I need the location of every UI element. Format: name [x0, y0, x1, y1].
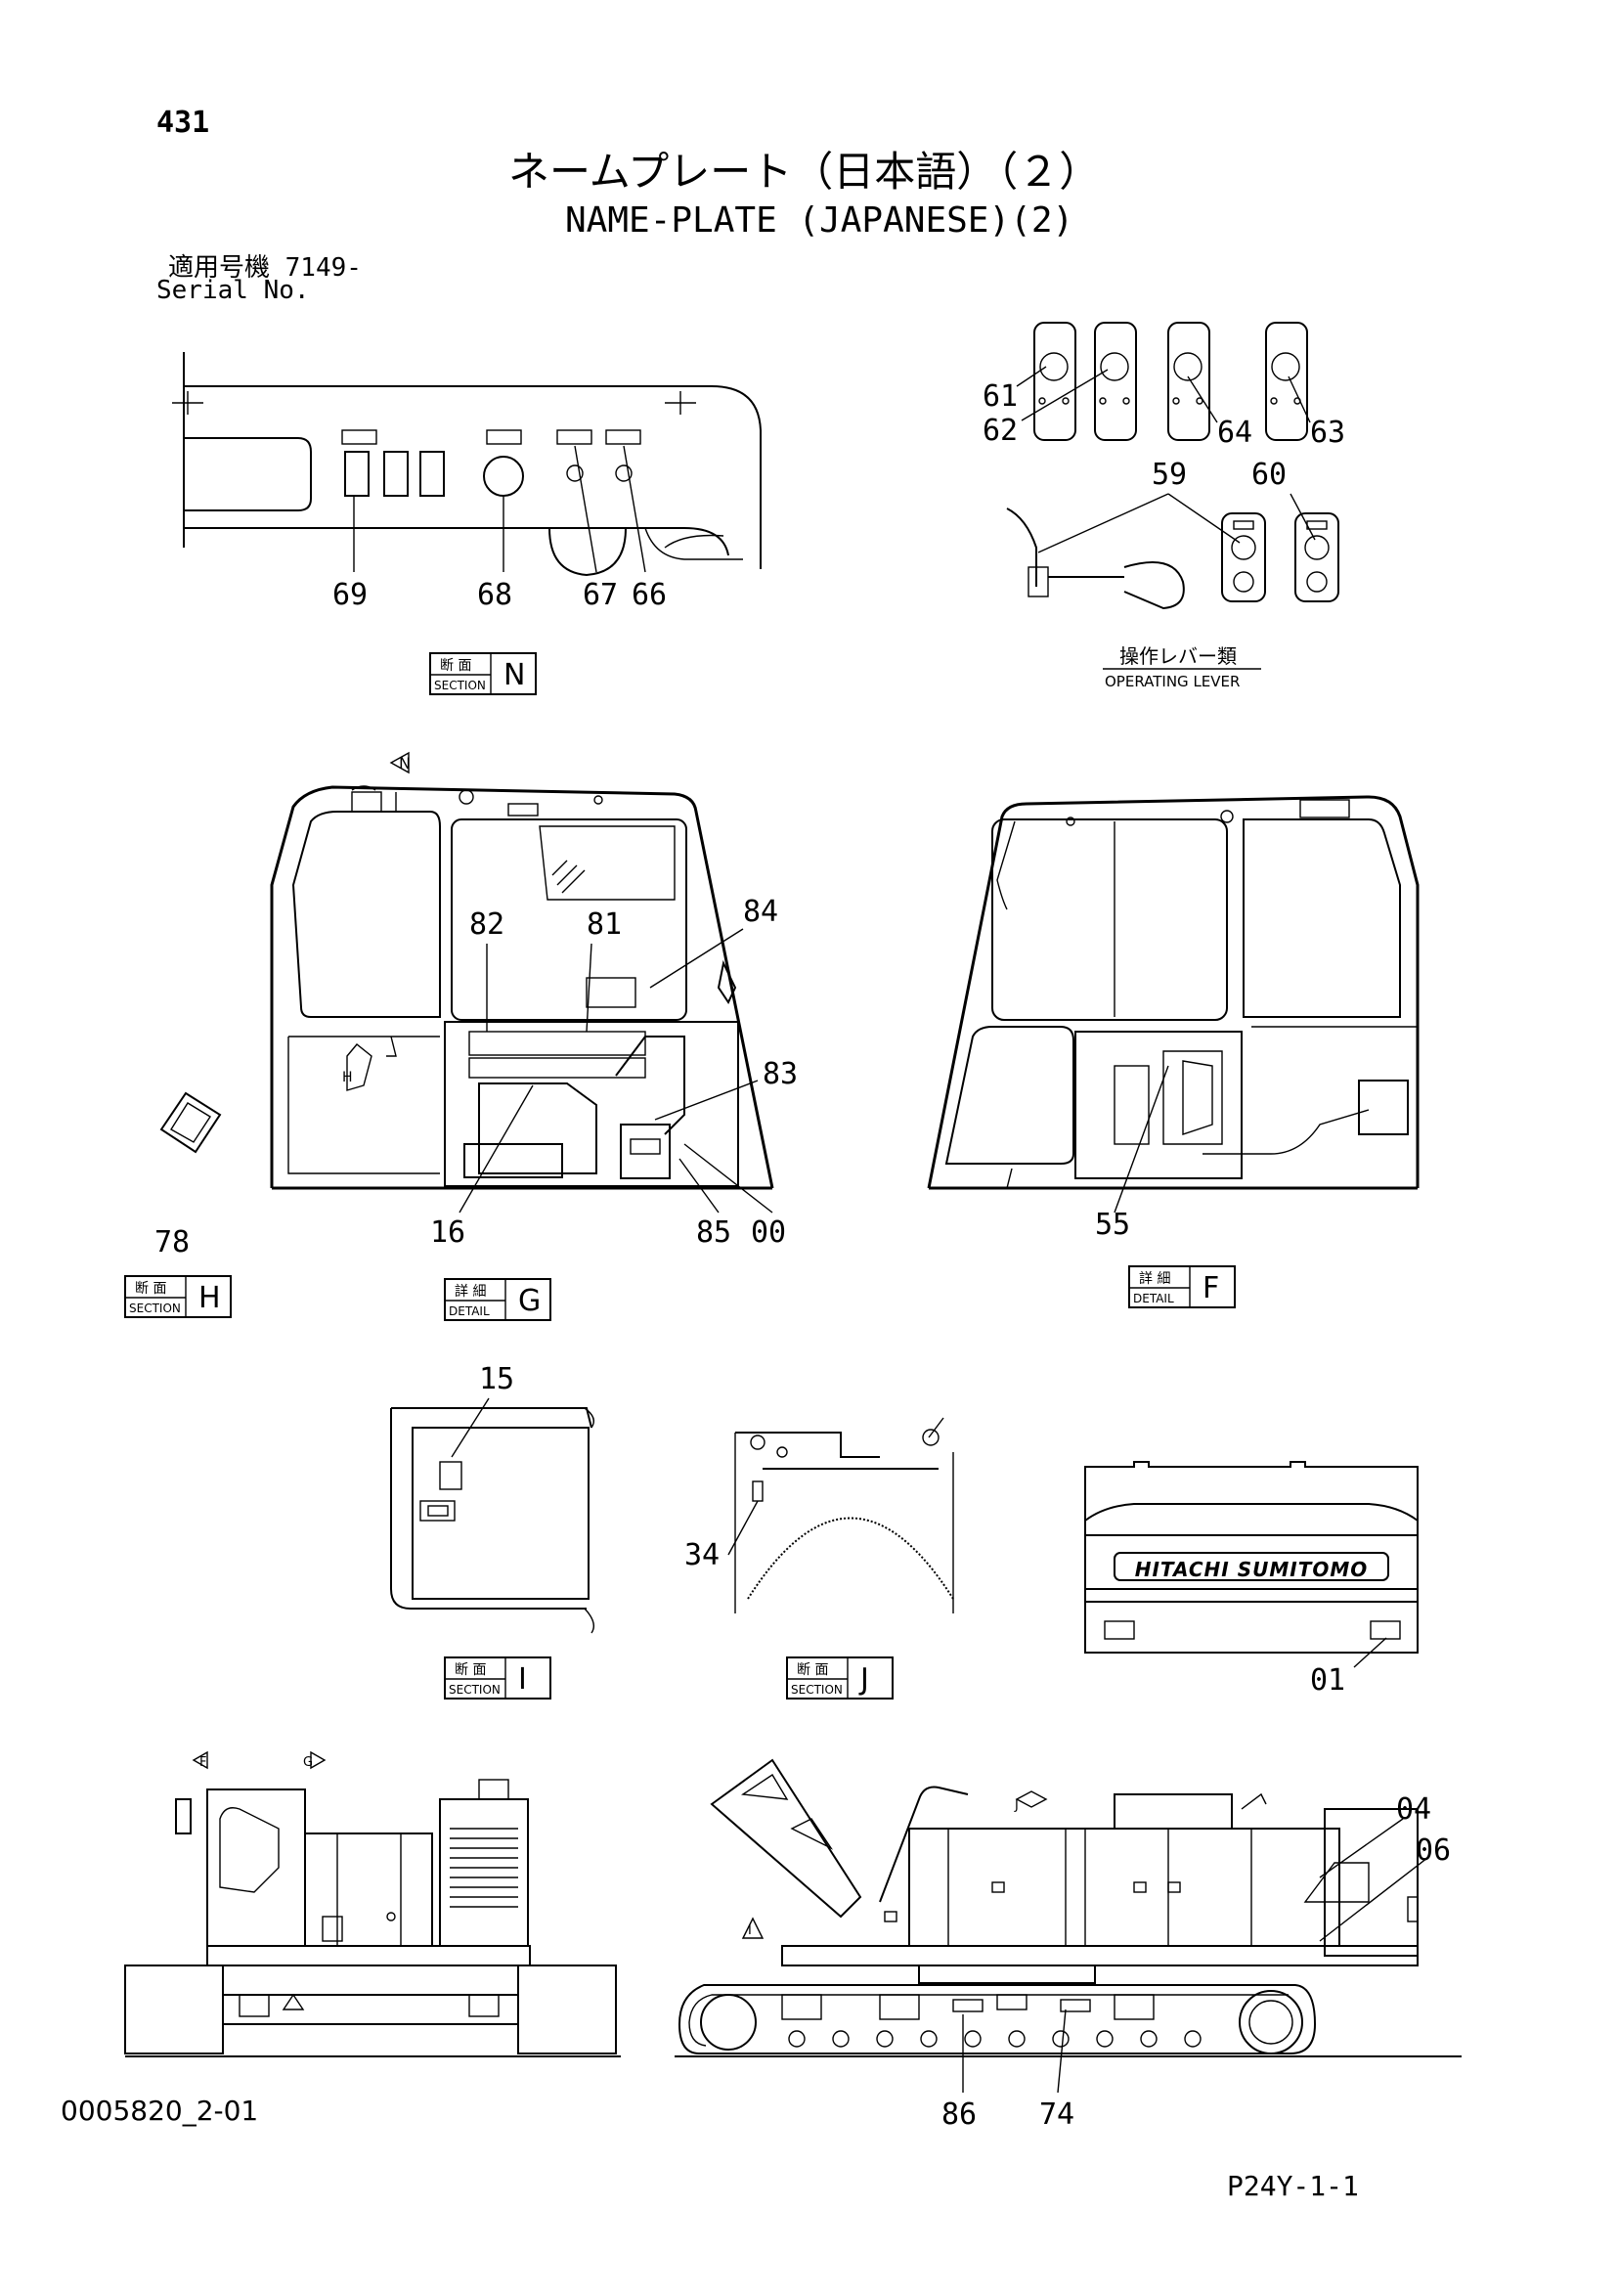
section-j-label: 断 面 SECTION J — [786, 1656, 894, 1700]
detail-g-cab-drawing — [270, 751, 774, 1190]
svg-text:SECTION: SECTION — [129, 1302, 181, 1315]
part-16: 16 — [430, 1215, 465, 1250]
title-english: NAME-PLATE (JAPANESE)(2) — [565, 200, 1073, 241]
detail-f-cab-drawing — [927, 795, 1420, 1190]
part-74: 74 — [1039, 2097, 1074, 2132]
part-34: 34 — [684, 1538, 720, 1572]
svg-text:F: F — [1203, 1271, 1219, 1305]
svg-text:断 面: 断 面 — [440, 658, 471, 674]
lever-grip — [1033, 322, 1076, 441]
detail-f-label: 詳 細 DETAIL F — [1128, 1265, 1236, 1308]
part-15: 15 — [479, 1362, 514, 1396]
svg-text:J: J — [858, 1662, 869, 1697]
part-84: 84 — [743, 895, 778, 929]
part-66: 66 — [632, 578, 667, 612]
view-marker-h: H — [342, 1070, 353, 1085]
svg-text:N: N — [503, 658, 525, 692]
svg-text:H: H — [198, 1281, 221, 1315]
detail-g-label: 詳 細 DETAIL G — [444, 1278, 551, 1321]
part-82: 82 — [469, 907, 504, 942]
view-marker-f: F — [199, 1755, 206, 1770]
part-64: 64 — [1217, 416, 1252, 450]
svg-text:断 面: 断 面 — [455, 1662, 486, 1678]
section-i-door-drawing — [390, 1407, 594, 1634]
operating-lever-drawing — [1006, 322, 1339, 610]
brand-plate-text: HITACHI SUMITOMO — [1135, 1558, 1369, 1581]
svg-text:詳 細: 詳 細 — [455, 1284, 486, 1300]
svg-text:断 面: 断 面 — [135, 1281, 166, 1297]
title-japanese: ネームプレート（日本語）（２） — [508, 148, 1100, 196]
section-n-label: 断 面 SECTION N — [429, 652, 537, 695]
part-63: 63 — [1310, 416, 1345, 450]
part-85: 85 — [696, 1215, 731, 1250]
part-78: 78 — [154, 1225, 190, 1259]
svg-text:操作レバー類: 操作レバー類 — [1119, 644, 1237, 668]
section-h-label: 断 面 SECTION H — [124, 1275, 232, 1318]
part-68: 68 — [477, 578, 512, 612]
view-marker-j: J — [1014, 1798, 1019, 1813]
svg-text:断 面: 断 面 — [797, 1662, 828, 1678]
part-06: 06 — [1416, 1833, 1451, 1868]
part-69: 69 — [332, 578, 368, 612]
svg-text:SECTION: SECTION — [449, 1683, 501, 1697]
reference-code: P24Y-1-1 — [1227, 2170, 1359, 2202]
svg-text:G: G — [518, 1284, 541, 1318]
side-view-machine-drawing — [675, 1758, 1462, 2057]
page-number: 431 — [156, 106, 209, 140]
view-marker-n: N — [399, 754, 411, 773]
part-83: 83 — [763, 1057, 798, 1091]
part-55: 55 — [1095, 1208, 1130, 1242]
svg-text:詳 細: 詳 細 — [1139, 1271, 1170, 1287]
part-60: 60 — [1251, 458, 1287, 492]
serial-label-jp: 適用号機 7149- — [168, 253, 362, 283]
section-h-plate-drawing — [159, 1091, 222, 1154]
svg-text:DETAIL: DETAIL — [449, 1304, 490, 1318]
part-67: 67 — [583, 578, 618, 612]
section-j-drawing — [734, 1417, 954, 1613]
serial-label-en: Serial No. — [156, 276, 310, 305]
section-n-panel-drawing — [172, 352, 762, 577]
view-marker-i: I — [748, 1923, 752, 1938]
document-code: 0005820_2-01 — [61, 2095, 258, 2127]
part-59: 59 — [1152, 458, 1187, 492]
counterweight-drawing — [1084, 1461, 1419, 1654]
part-01: 01 — [1310, 1663, 1345, 1698]
front-view-machine-drawing — [124, 1750, 621, 2057]
part-81: 81 — [587, 907, 622, 942]
part-86: 86 — [941, 2097, 977, 2132]
svg-text:SECTION: SECTION — [434, 679, 486, 692]
view-marker-g: G — [303, 1755, 313, 1770]
svg-text:OPERATING LEVER: OPERATING LEVER — [1105, 673, 1240, 690]
operating-lever-label: 操作レバー類 OPERATING LEVER — [1103, 644, 1261, 690]
svg-text:SECTION: SECTION — [791, 1683, 843, 1697]
part-62: 62 — [983, 414, 1018, 448]
section-i-label: 断 面 SECTION I — [444, 1656, 551, 1700]
part-00: 00 — [751, 1215, 786, 1250]
svg-text:I: I — [518, 1662, 527, 1697]
svg-text:DETAIL: DETAIL — [1133, 1292, 1174, 1305]
part-04: 04 — [1396, 1792, 1431, 1827]
part-61: 61 — [983, 379, 1018, 414]
